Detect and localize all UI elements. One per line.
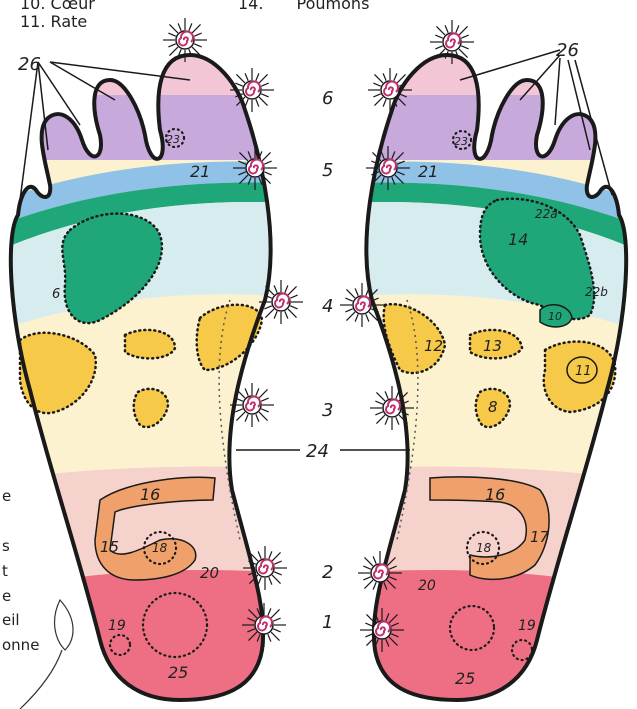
right-label-toe-circle: 23 xyxy=(454,135,468,148)
spiral-icon-right-6 xyxy=(368,68,412,112)
spiral-icon-left-6 xyxy=(230,68,274,112)
right-label-band: 21 xyxy=(418,162,438,181)
right-label-center: 18 xyxy=(476,541,492,555)
left-label-heel-left: 19 xyxy=(108,618,126,634)
leaf-icon xyxy=(55,600,73,650)
right-label-heart-small: 12 xyxy=(424,337,443,355)
level-5: 5 xyxy=(322,160,333,181)
spiral-icon-left-3 xyxy=(230,383,274,427)
spiral-icon-left-4 xyxy=(259,280,303,324)
spiral-icon-right-1 xyxy=(360,608,404,652)
right-label-heel-right: 19 xyxy=(518,618,536,634)
right-label-spleen: 11 xyxy=(575,364,592,379)
right-label-toes: 26 xyxy=(556,40,579,61)
spiral-icon-right-4 xyxy=(340,283,384,327)
right-label-heel-edge: 20 xyxy=(418,578,436,594)
spiral-icon-right-3 xyxy=(370,386,414,430)
right-label-band-edge: 22a xyxy=(535,207,558,221)
leaf-stem-icon xyxy=(20,650,62,709)
left-label-zone6: 6 xyxy=(52,287,60,302)
level-3: 3 xyxy=(322,400,333,421)
right-label-loop: 17 xyxy=(530,528,550,546)
spiral-icon-left-5 xyxy=(233,146,277,190)
left-label-loop: 15 xyxy=(100,538,119,556)
level-4: 4 xyxy=(322,296,333,317)
left-label-heel-edge: 20 xyxy=(200,564,219,582)
right-foot xyxy=(317,0,637,709)
spiral-icon-right-toe xyxy=(430,20,474,64)
left-label-toes: 26 xyxy=(18,54,41,75)
left-heel-zone xyxy=(0,570,320,709)
right-label-heel: 25 xyxy=(455,669,475,688)
spine-label: 24 xyxy=(306,441,329,462)
spiral-icon-right-5 xyxy=(366,146,410,190)
right-label-lung: 14 xyxy=(508,230,528,249)
right-label-intestine: 16 xyxy=(485,485,505,504)
left-label-intestine: 16 xyxy=(140,485,160,504)
right-heel-zone xyxy=(317,570,637,709)
left-foot xyxy=(0,0,320,709)
right-label-stomach: 13 xyxy=(483,337,502,355)
level-2: 2 xyxy=(322,562,333,583)
level-1: 1 xyxy=(322,612,333,633)
spiral-icon-left-1 xyxy=(242,603,286,647)
right-label-heart: 10 xyxy=(548,310,562,323)
spiral-icon-left-2 xyxy=(243,546,287,590)
spiral-icon-left-toe xyxy=(163,18,207,62)
left-label-center: 18 xyxy=(152,541,168,555)
left-label-heel: 25 xyxy=(168,663,188,682)
spiral-icon-right-2 xyxy=(358,551,402,595)
left-label-toe-circle: 23 xyxy=(166,133,180,146)
right-label-liver: 8 xyxy=(488,398,498,416)
level-6: 6 xyxy=(322,88,333,109)
right-label-edge: 22b xyxy=(585,285,608,299)
left-label-band: 21 xyxy=(190,162,210,181)
